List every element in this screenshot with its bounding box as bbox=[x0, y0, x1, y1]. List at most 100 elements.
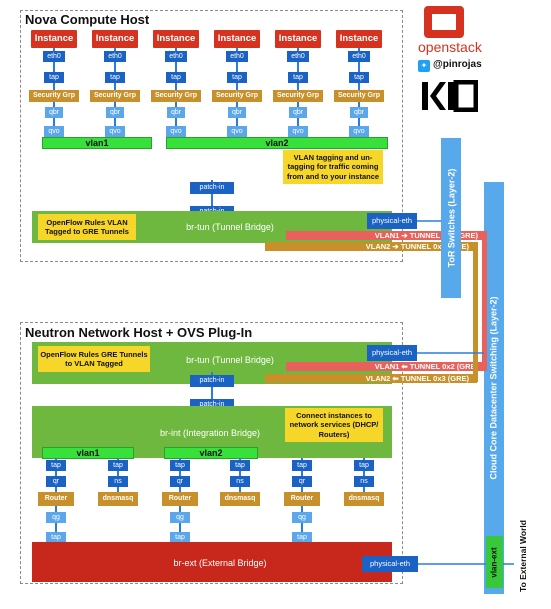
nova-patch-in-upper: patch-in bbox=[190, 182, 234, 194]
neutron-router: Router bbox=[284, 492, 320, 506]
neutron-patch-in-upper: patch-in bbox=[190, 375, 234, 387]
kio-logo bbox=[418, 79, 479, 113]
neutron-qg-tap: tap bbox=[170, 532, 190, 543]
nova-qvo-port: qvo bbox=[105, 126, 125, 137]
neutron-qg-port: qg bbox=[46, 512, 66, 523]
neutron-tap-port: tap bbox=[170, 460, 190, 471]
neutron-tap-port: tap bbox=[354, 460, 374, 471]
tor-switches: ToR Switches (Layer-2) bbox=[441, 138, 461, 298]
nova-column-link bbox=[175, 40, 177, 138]
nova-br-tun-note: OpenFlow Rules VLAN Tagged to GRE Tunnel… bbox=[38, 214, 136, 240]
nova-qbr-port: qbr bbox=[350, 107, 368, 118]
neutron-ext-physical-eth: physical-eth bbox=[362, 556, 418, 572]
nova-qvo-port: qvo bbox=[227, 126, 247, 137]
nova-instance: Instance bbox=[275, 30, 321, 48]
nova-eth0-port: eth0 bbox=[165, 51, 187, 62]
neutron-qr-port: qr bbox=[170, 476, 190, 487]
nova-tap-port: tap bbox=[288, 72, 308, 83]
nova-instance: Instance bbox=[214, 30, 260, 48]
nova-qbr-port: qbr bbox=[167, 107, 185, 118]
nova-gre-tunnel-vlan1-label: VLAN1 ➔ TUNNEL 0x2 (GRE) bbox=[374, 231, 478, 240]
neutron-tap-port: tap bbox=[230, 460, 250, 471]
nova-gre-tunnel-vlan2: VLAN2 ➔ TUNNEL 0x3 (GRE) bbox=[265, 242, 477, 251]
nova-host-frame bbox=[20, 10, 403, 262]
nova-column-link bbox=[297, 40, 299, 138]
neutron-gre-tunnel-vlan2-label: VLAN2 ⬅ TUNNEL 0x3 (GRE) bbox=[365, 374, 469, 383]
nova-qbr-port: qbr bbox=[289, 107, 307, 118]
nova-tap-port: tap bbox=[105, 72, 125, 83]
nova-security-group: Security Grp bbox=[151, 90, 201, 102]
nova-column-link bbox=[114, 40, 116, 138]
nova-security-group: Security Grp bbox=[90, 90, 140, 102]
nova-qvo-port: qvo bbox=[166, 126, 186, 137]
nova-eth0-port: eth0 bbox=[287, 51, 309, 62]
nova-qbr-port: qbr bbox=[228, 107, 246, 118]
openstack-wordmark: openstack bbox=[418, 39, 482, 55]
neutron-qg-tap: tap bbox=[46, 532, 66, 543]
neutron-ns-port: ns bbox=[108, 476, 128, 487]
neutron-qr-port: qr bbox=[46, 476, 66, 487]
nova-gre-tunnel-vlan1: VLAN1 ➔ TUNNEL 0x2 (GRE) bbox=[286, 231, 486, 240]
nova-gre-tunnel-vlan2-label: VLAN2 ➔ TUNNEL 0x3 (GRE) bbox=[365, 242, 469, 251]
nova-br-int-note: VLAN tagging and un-tagging for traffic … bbox=[283, 150, 383, 184]
vlan-ext: vlan-ext bbox=[486, 536, 503, 588]
neutron-br-int-note: Connect instances to network services (D… bbox=[285, 408, 383, 442]
neutron-ns-port: ns bbox=[354, 476, 374, 487]
neutron-qg-port: qg bbox=[170, 512, 190, 523]
neutron-dnsmasq: dnsmasq bbox=[98, 492, 138, 506]
neutron-tap-port: tap bbox=[46, 460, 66, 471]
nova-br-tun-label: br-tun (Tunnel Bridge) bbox=[186, 222, 274, 232]
neutron-br-ext bbox=[32, 542, 392, 582]
neutron-ns-port: ns bbox=[230, 476, 250, 487]
nova-host-title: Nova Compute Host bbox=[25, 12, 150, 27]
nova-instance: Instance bbox=[31, 30, 77, 48]
nova-qvo-port: qvo bbox=[44, 126, 64, 137]
nova-eth0-port: eth0 bbox=[348, 51, 370, 62]
nova-qvo-port: qvo bbox=[288, 126, 308, 137]
nova-qbr-port: qbr bbox=[106, 107, 124, 118]
neutron-dnsmasq: dnsmasq bbox=[220, 492, 260, 506]
openstack-logo-hole bbox=[432, 14, 456, 30]
neutron-gre-tunnel-vlan2: VLAN2 ⬅ TUNNEL 0x3 (GRE) bbox=[265, 374, 477, 383]
gre-gold-vertical bbox=[473, 242, 478, 382]
nova-instance: Instance bbox=[336, 30, 382, 48]
nova-eth0-port: eth0 bbox=[226, 51, 248, 62]
nova-column-link bbox=[236, 40, 238, 138]
nova-security-group: Security Grp bbox=[212, 90, 262, 102]
neutron-dnsmasq: dnsmasq bbox=[344, 492, 384, 506]
neutron-vlan1-bar: vlan1 bbox=[42, 447, 134, 459]
nova-eth0-port: eth0 bbox=[104, 51, 126, 62]
neutron-tap-port: tap bbox=[292, 460, 312, 471]
nova-column-link bbox=[358, 40, 360, 138]
neutron-host-frame bbox=[20, 322, 403, 584]
neutron-router: Router bbox=[38, 492, 74, 506]
nova-vlan1-bar: vlan1 bbox=[42, 137, 152, 149]
neutron-br-tun-note: OpenFlow Rules GRE Tunnels to VLAN Tagge… bbox=[38, 346, 150, 372]
neutron-qg-port: qg bbox=[292, 512, 312, 523]
neutron-patch-link bbox=[211, 372, 213, 412]
neutron-gre-tunnel-vlan1-label: VLAN1 ⬅ TUNNEL 0x2 (GRE) bbox=[374, 362, 478, 371]
openstack-logo bbox=[424, 6, 464, 38]
nova-instance: Instance bbox=[92, 30, 138, 48]
kio-logo-svg bbox=[422, 79, 479, 113]
neutron-br-int-label: br-int (Integration Bridge) bbox=[159, 428, 261, 438]
nova-physical-eth: physical-eth bbox=[367, 213, 417, 229]
nova-tap-port: tap bbox=[166, 72, 186, 83]
nova-tap-port: tap bbox=[44, 72, 64, 83]
neutron-br-tun-label: br-tun (Tunnel Bridge) bbox=[186, 355, 274, 365]
nova-security-group: Security Grp bbox=[29, 90, 79, 102]
core-switching: Cloud Core Datacenter Switching (Layer-2… bbox=[484, 182, 504, 594]
neutron-tap-port: tap bbox=[108, 460, 128, 471]
nova-instance: Instance bbox=[153, 30, 199, 48]
neutron-qr-port: qr bbox=[292, 476, 312, 487]
nova-eth0-port: eth0 bbox=[43, 51, 65, 62]
nova-tap-port: tap bbox=[349, 72, 369, 83]
nova-column-link bbox=[53, 40, 55, 138]
neutron-vlan2-bar: vlan2 bbox=[164, 447, 258, 459]
nova-vlan2-bar: vlan2 bbox=[166, 137, 388, 149]
nova-br-int-label: br-int (Integration Bridge) bbox=[159, 156, 261, 166]
neutron-br-ext-label: br-ext (External Bridge) bbox=[173, 558, 267, 568]
neutron-gre-tunnel-vlan1: VLAN1 ⬅ TUNNEL 0x2 (GRE) bbox=[286, 362, 486, 371]
nova-security-group: Security Grp bbox=[273, 90, 323, 102]
